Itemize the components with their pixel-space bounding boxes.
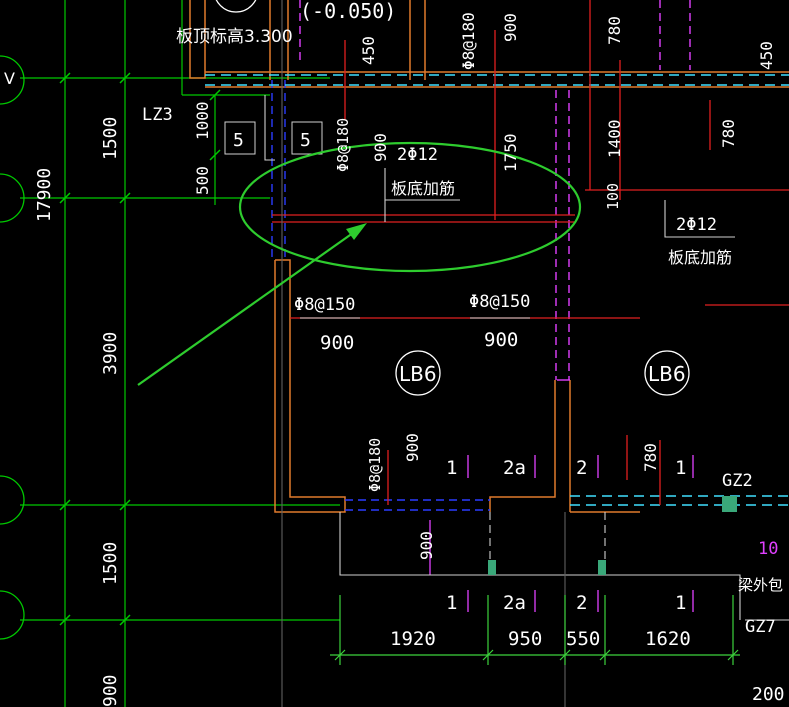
slab-lb6-right: LB6 [648, 362, 686, 386]
dim-900-left: 900 [320, 332, 354, 354]
axis-dim-1500-bottom: 1500 [100, 542, 121, 585]
bay-2a-a: 2a [503, 457, 526, 479]
slab-elevation: 板顶标高3.300 [176, 27, 293, 47]
elevation-top: (-0.050) [300, 0, 396, 23]
bay-ticks [429, 455, 694, 612]
column-markers [488, 496, 737, 575]
axis-bubble-label-top: V [4, 69, 15, 88]
column-gz2-marker [722, 496, 737, 512]
drawing-text: (-0.050) 板顶标高3.300 LZ3 1000 500 5 5 450 … [34, 0, 785, 707]
dim-900-top: 900 [501, 13, 520, 42]
dim-900-bottom: 900 [417, 531, 436, 560]
note-slab-bottom-right: 板底加筋 [668, 248, 732, 267]
dim-1620: 1620 [645, 628, 691, 650]
magenta-10: 10 [758, 539, 778, 559]
dim-450-top: 450 [359, 36, 378, 65]
bay-2-a: 2 [576, 457, 587, 479]
axis-bubble-3 [0, 475, 25, 525]
axis-dim-17900: 17900 [34, 168, 55, 222]
slab-lb6-right-circle [644, 350, 690, 396]
rebar-phi8-180-top: Φ8@180 [459, 12, 478, 70]
dim-200: 200 [752, 684, 785, 705]
bottom-dimension-line [330, 595, 740, 665]
dim-1750: 1750 [501, 133, 520, 172]
dim-550: 550 [566, 628, 600, 650]
axis-bubble-4 [0, 590, 25, 640]
bay-1-b: 1 [675, 457, 686, 479]
wall-outlines [189, 0, 789, 513]
bay-1-d: 1 [675, 592, 686, 614]
dim-780-top: 780 [605, 16, 624, 45]
dim-900-mid: 900 [371, 133, 390, 162]
dim-450-right: 450 [757, 41, 776, 70]
rebar-phi8-150-left: Φ8@150 [294, 295, 355, 315]
column-lz3: LZ3 [142, 105, 173, 125]
axis-dim-1500-top: 1500 [100, 117, 121, 160]
white-outlines [264, 0, 789, 707]
column-gz7: GZ7 [745, 617, 776, 637]
dim-900-right: 900 [484, 329, 518, 351]
beam-dashed-lines [205, 0, 789, 511]
note-slab-bottom-left: 板底加筋 [391, 179, 455, 198]
dim-900-low: 900 [403, 433, 422, 462]
dim-1920: 1920 [390, 628, 436, 650]
rebar-phi8-180-mid: Φ8@180 [334, 118, 352, 172]
dim-780-right: 780 [719, 119, 738, 148]
axis-bubble-2 [0, 173, 25, 223]
column-gz2: GZ2 [722, 471, 753, 491]
column-marker-1 [488, 560, 496, 575]
bay-1-c: 1 [446, 592, 457, 614]
note-beam-wrap: 梁外包 [738, 576, 783, 594]
bay-1-a: 1 [446, 457, 457, 479]
top-circle-fragment [215, 0, 257, 13]
dim-780-low: 780 [641, 443, 660, 472]
rebar-2phi12-left: 2Φ12 [397, 145, 438, 165]
bay-2a-c: 2a [503, 592, 526, 614]
axis-bubble-1 [0, 55, 25, 105]
axis-bubbles [0, 55, 25, 640]
box-5-left: 5 [233, 130, 244, 151]
slab-lb6-left: LB6 [399, 362, 437, 386]
highlight-ellipse [238, 141, 582, 273]
rebar-phi8-150-right: Φ8@150 [469, 292, 530, 312]
column-marker-2 [598, 560, 606, 575]
rebar-2phi12-right: 2Φ12 [676, 215, 717, 235]
slab-lb6-left-circle [395, 350, 441, 396]
bay-2-c: 2 [576, 592, 587, 614]
label-boxes-5 [224, 121, 323, 155]
box-5-right: 5 [300, 130, 311, 151]
annotation-arrow [137, 223, 367, 386]
dim-500: 500 [193, 166, 212, 195]
axis-dim-bottom-fragment: 900 [100, 674, 121, 707]
dim-1400: 1400 [605, 119, 624, 158]
rebar-phi8-180-low: Φ8@180 [366, 438, 384, 492]
axis-dim-3900: 3900 [100, 332, 121, 375]
axis-grid-lines [20, 0, 340, 707]
dim-100: 100 [604, 183, 622, 210]
dim-1000: 1000 [193, 101, 212, 140]
dim-950: 950 [508, 628, 542, 650]
axis-ticks [59, 72, 221, 626]
